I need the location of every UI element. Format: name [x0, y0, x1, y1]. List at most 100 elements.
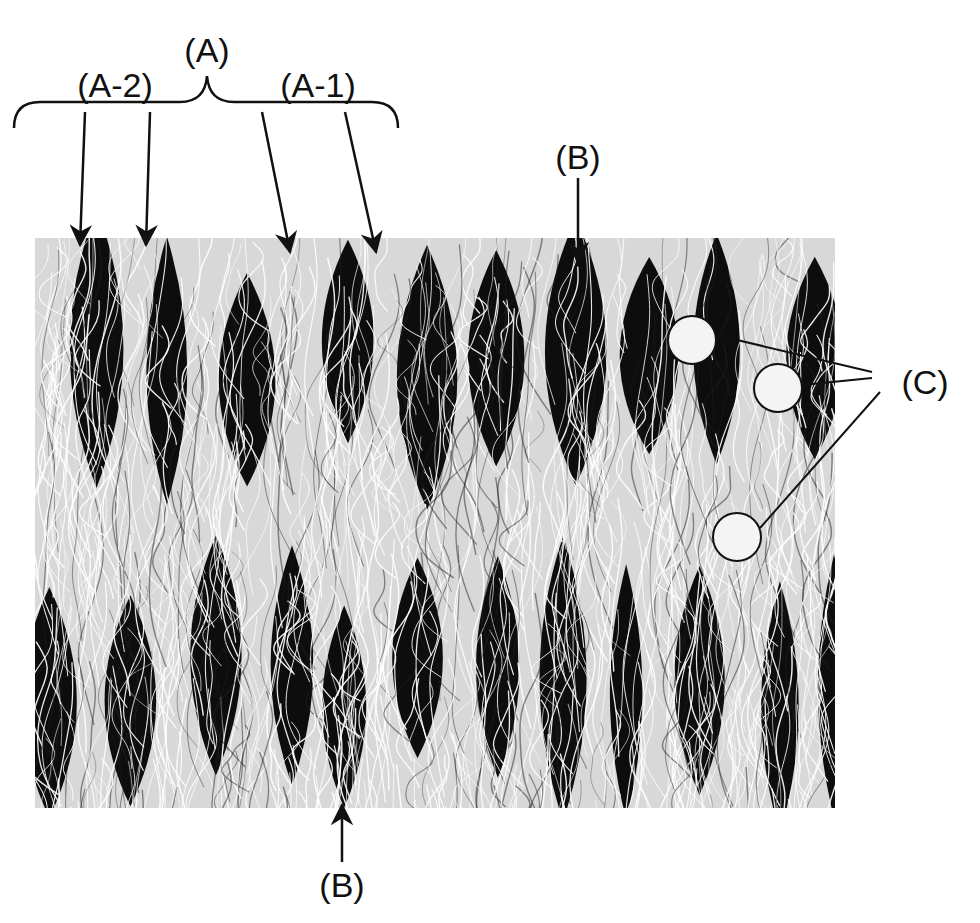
fibre [351, 442, 381, 544]
fibre [770, 513, 802, 589]
fibre [808, 538, 835, 603]
fibre [636, 464, 655, 677]
fibre [573, 516, 591, 621]
fibre [455, 672, 487, 797]
fibre [406, 738, 434, 808]
fibre [422, 362, 451, 529]
fibre [253, 331, 270, 396]
fibre [585, 642, 595, 756]
fibre [314, 681, 324, 808]
fibre [385, 539, 394, 770]
fibre [125, 238, 148, 328]
fibre [226, 242, 242, 324]
fibre [192, 312, 213, 434]
fibre [39, 247, 67, 317]
fibre [602, 430, 613, 498]
fibre [240, 238, 248, 460]
fibre [357, 238, 371, 373]
fibre [602, 709, 621, 795]
callout-label: (B) [553, 139, 602, 175]
fibre [345, 376, 353, 588]
fibre [538, 647, 566, 707]
fibre [346, 363, 365, 601]
fibre [61, 238, 88, 401]
fibre [822, 408, 835, 603]
fibre [506, 505, 529, 572]
fibre [283, 541, 305, 613]
fibre [408, 436, 421, 608]
fibre [270, 307, 287, 462]
fibre [114, 535, 131, 696]
fibre [416, 451, 454, 578]
fibre [297, 776, 319, 808]
fibre [171, 731, 185, 808]
fibre [667, 574, 680, 757]
fibre [733, 379, 744, 482]
fibre [42, 606, 75, 808]
opening [610, 564, 643, 808]
fibre [531, 623, 562, 693]
fibre [596, 500, 630, 656]
marked-spot [754, 364, 802, 412]
fibre [424, 272, 440, 397]
fibre [587, 360, 615, 584]
fibre [754, 442, 763, 508]
fibre [277, 297, 295, 486]
fibre [456, 668, 479, 808]
fibre [121, 704, 149, 808]
fibre [709, 711, 735, 808]
fibre [695, 759, 710, 808]
fibre [394, 377, 410, 519]
fibre [35, 604, 53, 748]
fibre [802, 589, 815, 796]
fibre [169, 287, 193, 399]
fibre [359, 643, 378, 758]
fibre [35, 642, 59, 795]
leader-line [716, 335, 872, 372]
fibre [434, 807, 451, 808]
fibre [361, 333, 389, 542]
fibre [442, 245, 462, 449]
fibre [819, 725, 835, 808]
fibre [655, 711, 685, 808]
fibre [50, 675, 61, 808]
fibre [538, 238, 556, 405]
fibre [352, 757, 363, 808]
fibre [440, 238, 466, 386]
fibre [532, 502, 540, 611]
fibre [294, 522, 312, 682]
fibre [305, 294, 335, 491]
fibre [55, 314, 89, 498]
fibre [779, 490, 806, 594]
fibre [340, 692, 356, 772]
fibre [718, 733, 740, 808]
fibre [792, 602, 810, 686]
marked-spot [668, 316, 716, 364]
fibre [748, 566, 780, 806]
fibre [678, 692, 711, 808]
fibre [369, 274, 399, 468]
fibre [359, 780, 378, 808]
fibre [665, 683, 678, 791]
fibre [123, 471, 133, 660]
fibre [121, 761, 136, 808]
fibre [59, 801, 80, 808]
fibre [777, 684, 794, 808]
callout-label: (A-1) [278, 67, 358, 103]
fibre [290, 473, 309, 562]
fibre [397, 801, 417, 808]
fibre [587, 322, 607, 489]
fibre [314, 327, 331, 568]
fibre [212, 682, 222, 808]
fibre [149, 435, 166, 667]
fibre [384, 658, 416, 742]
fibre [253, 295, 271, 383]
fibre [464, 391, 480, 555]
fibre [333, 632, 361, 737]
fibre [183, 322, 206, 574]
fibre [246, 451, 260, 595]
callout-label: (A-2) [75, 67, 155, 103]
fibre [325, 238, 349, 419]
fibre [500, 311, 507, 469]
